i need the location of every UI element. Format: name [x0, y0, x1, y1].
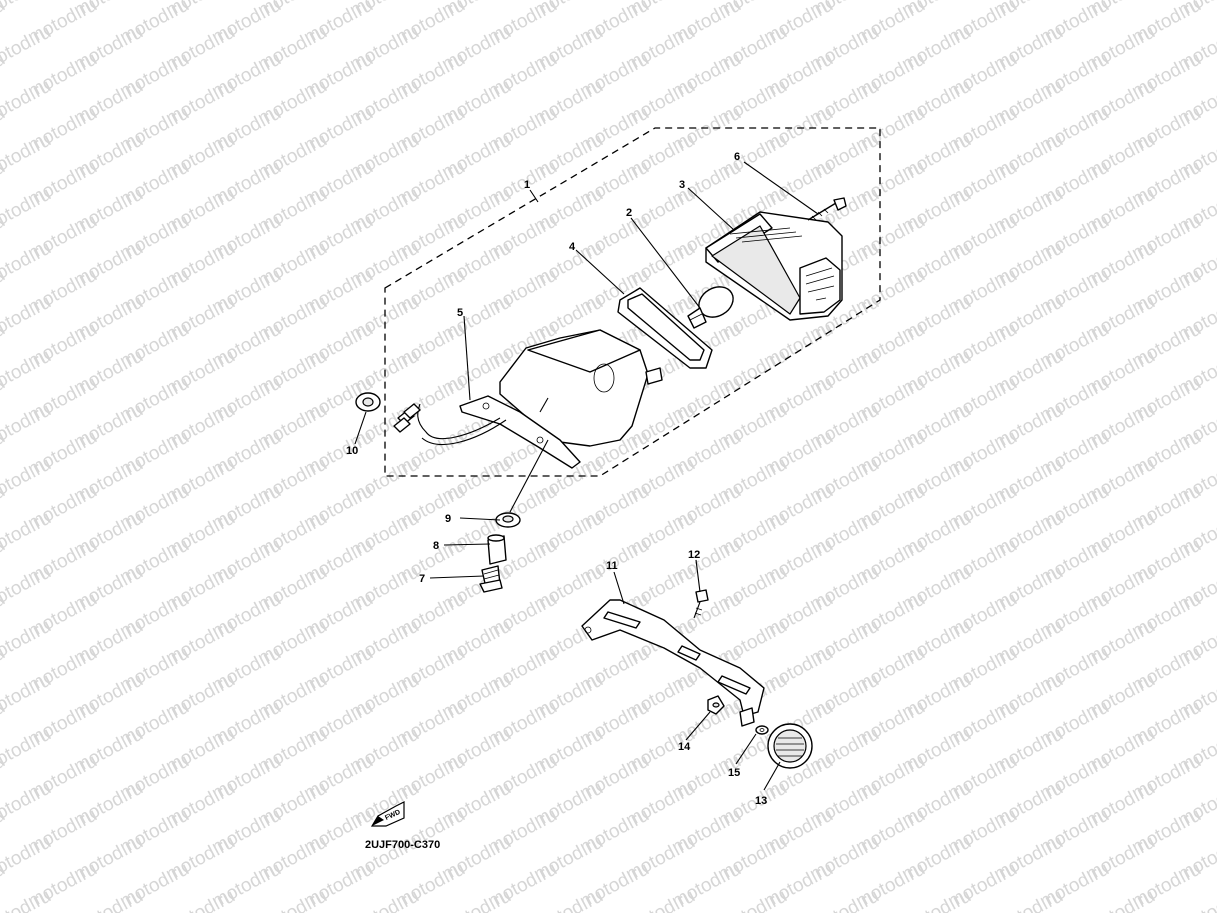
watermark-text: motod.ru	[714, 886, 790, 913]
watermark-text: motod.ru	[990, 886, 1066, 913]
callout-1: 1	[524, 179, 530, 191]
callout-10: 10	[346, 445, 358, 457]
part-14-nut[interactable]	[707, 695, 725, 715]
callout-14: 14	[678, 741, 691, 753]
part-9-grommet[interactable]	[495, 512, 521, 528]
part-10-grommet[interactable]	[355, 392, 381, 412]
part-3-lens-housing[interactable]	[705, 211, 843, 321]
watermark-text: motod.ru	[0, 886, 55, 913]
drawing-code: 2UJF700-C370	[365, 839, 440, 851]
callout-4: 4	[569, 241, 576, 253]
fwd-arrow-icon: FWD	[370, 801, 405, 827]
part-12-bolt[interactable]	[693, 589, 709, 619]
part-6-screw[interactable]	[807, 197, 847, 221]
callout-9: 9	[445, 513, 451, 525]
callout-6: 6	[734, 151, 740, 163]
callout-7: 7	[419, 573, 425, 585]
callout-5: 5	[457, 307, 463, 319]
callout-13: 13	[755, 795, 767, 807]
part-4-gasket[interactable]	[617, 287, 713, 369]
part-8-collar[interactable]	[487, 534, 507, 565]
watermark-text: motod.ru	[346, 886, 422, 913]
watermark-text: motod.ru	[898, 886, 974, 913]
callout-15: 15	[728, 767, 740, 779]
callout-12: 12	[688, 549, 700, 561]
part-7-bolt[interactable]	[479, 565, 503, 593]
watermark-text: motod.ru	[254, 886, 330, 913]
callout-2: 2	[626, 207, 632, 219]
part-11-bracket[interactable]	[581, 599, 765, 727]
part-2-bulb[interactable]	[687, 281, 739, 329]
watermark-text: motod.ru	[1082, 886, 1158, 913]
callout-8: 8	[433, 540, 439, 552]
watermark-text: motod.ru	[806, 886, 882, 913]
callout-11: 11	[606, 560, 618, 572]
part-15-washer[interactable]	[755, 725, 769, 735]
watermark-text: motod.ru	[438, 886, 514, 913]
leader-lines	[354, 161, 819, 791]
watermark-text: motod.ru	[622, 886, 698, 913]
watermark-text: motod.ru	[162, 886, 238, 913]
part-13-reflector[interactable]	[767, 723, 813, 769]
callouts: 1 2 3 4 5 6 7 8 9 10 11 12 13 14 15	[346, 151, 767, 807]
watermark-text: motod.ru	[530, 886, 606, 913]
watermark-text: motod.ru	[70, 886, 146, 913]
callout-3: 3	[679, 179, 685, 191]
part-5-base[interactable]	[393, 329, 663, 469]
assembly-boundary	[384, 127, 881, 477]
